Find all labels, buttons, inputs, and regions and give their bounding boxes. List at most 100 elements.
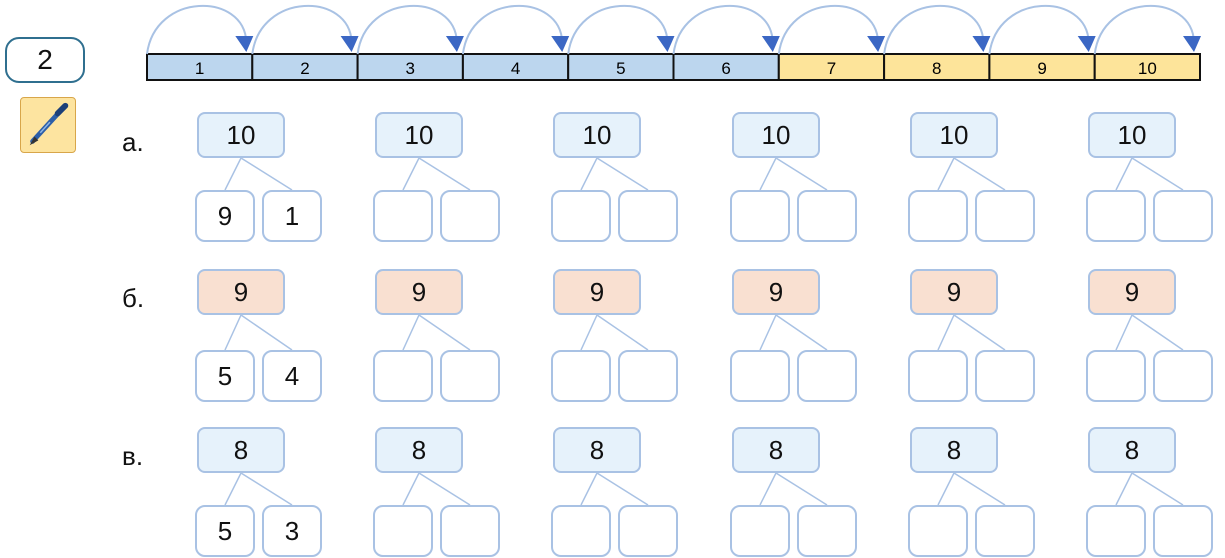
part-box-right[interactable] <box>975 350 1035 402</box>
bond-line-right <box>418 314 471 351</box>
bond-line-right <box>953 157 1006 191</box>
part-box-left[interactable] <box>373 190 433 242</box>
hop-arc <box>146 4 248 55</box>
part-box-right[interactable] <box>440 505 500 557</box>
whole-number-box: 10 <box>732 112 820 158</box>
part-box-right[interactable] <box>618 505 678 557</box>
bond-line-right <box>953 472 1006 506</box>
bond-line-right <box>596 157 649 191</box>
part-box-left[interactable] <box>730 350 790 402</box>
strip-segment-label: 4 <box>511 59 520 78</box>
bond-line-left <box>402 314 420 351</box>
strip-segment-5: 5 <box>567 53 675 81</box>
hop-arrowhead <box>656 36 675 52</box>
strip-segment-6: 6 <box>672 53 780 81</box>
part-box-right[interactable] <box>975 505 1035 557</box>
bond-line-right <box>596 472 649 506</box>
strip-segment-9: 9 <box>988 53 1096 81</box>
hop-arc <box>251 4 353 55</box>
bond-line-left <box>759 472 777 506</box>
hop-arc <box>461 4 564 55</box>
part-box-right[interactable] <box>797 350 857 402</box>
part-box-left[interactable] <box>551 505 611 557</box>
bond-line-right <box>596 314 649 351</box>
bond-line-left <box>1115 314 1133 351</box>
strip-segment-label: 1 <box>195 59 204 78</box>
part-box-right[interactable] <box>975 190 1035 242</box>
part-box-left[interactable] <box>551 190 611 242</box>
bond-line-left <box>580 157 598 191</box>
bond-line-left <box>224 472 242 506</box>
strip-segment-3: 3 <box>356 53 464 81</box>
strip-segment-8: 8 <box>883 53 991 81</box>
bond-line-left <box>1115 472 1133 506</box>
part-box-right[interactable] <box>797 190 857 242</box>
part-box-right[interactable] <box>618 190 678 242</box>
whole-number-box: 8 <box>1088 427 1176 473</box>
hop-arrowhead <box>551 36 570 52</box>
strip-segment-label: 9 <box>1037 59 1046 78</box>
whole-number-box: 9 <box>375 269 463 315</box>
strip-segment-7: 7 <box>777 53 886 81</box>
part-box-left[interactable] <box>730 505 790 557</box>
bond-line-right <box>953 314 1006 351</box>
strip-segment-2: 2 <box>251 53 359 81</box>
part-box-right[interactable] <box>440 350 500 402</box>
part-box-left[interactable] <box>1086 190 1146 242</box>
hop-arc <box>988 4 1090 55</box>
hop-arrowhead <box>235 36 254 52</box>
strip-segment-label: 7 <box>827 59 836 78</box>
whole-number-box: 8 <box>375 427 463 473</box>
whole-number-box: 9 <box>553 269 641 315</box>
pen-icon <box>20 97 76 153</box>
whole-number-box: 8 <box>553 427 641 473</box>
bond-line-right <box>240 314 293 351</box>
part-box-left[interactable] <box>730 190 790 242</box>
part-box-left[interactable] <box>908 505 968 557</box>
hop-arc <box>883 4 985 55</box>
row-label: в. <box>122 441 144 471</box>
hop-arc <box>777 4 880 55</box>
strip-segment-10: 10 <box>1093 53 1201 81</box>
part-box-right[interactable] <box>1153 190 1213 242</box>
part-box-left[interactable] <box>1086 350 1146 402</box>
bond-line-left <box>937 314 955 351</box>
bond-line-left <box>402 157 420 191</box>
part-box-left: 5 <box>195 350 255 402</box>
bond-line-right <box>418 157 471 191</box>
hop-arc <box>672 4 774 55</box>
hop-arrowhead <box>340 36 359 52</box>
part-box-right[interactable] <box>797 505 857 557</box>
bond-line-right <box>775 472 828 506</box>
whole-number-box: 9 <box>1088 269 1176 315</box>
hop-arrowhead <box>445 36 464 52</box>
row-label: а. <box>122 127 144 157</box>
part-box-right[interactable] <box>440 190 500 242</box>
bond-line-left <box>1115 157 1133 191</box>
part-box-right[interactable] <box>1153 350 1213 402</box>
bond-line-left <box>937 472 955 506</box>
bond-line-right <box>775 157 828 191</box>
strip-segment-1: 1 <box>146 53 254 81</box>
bond-line-right <box>1131 157 1184 191</box>
part-box-left[interactable] <box>1086 505 1146 557</box>
part-box-left[interactable] <box>908 350 968 402</box>
bond-line-left <box>580 472 598 506</box>
part-box-right: 4 <box>262 350 322 402</box>
hop-arrowhead <box>972 36 991 52</box>
part-box-left[interactable] <box>373 350 433 402</box>
part-box-left[interactable] <box>373 505 433 557</box>
whole-number-box: 9 <box>732 269 820 315</box>
whole-number-box: 8 <box>197 427 285 473</box>
bond-line-left <box>224 314 242 351</box>
part-box-left[interactable] <box>551 350 611 402</box>
part-box-right: 3 <box>262 505 322 557</box>
hop-arrowhead <box>1183 36 1201 52</box>
part-box-right[interactable] <box>618 350 678 402</box>
bond-line-left <box>402 472 420 506</box>
part-box-left[interactable] <box>908 190 968 242</box>
bond-line-right <box>775 314 828 351</box>
part-box-right[interactable] <box>1153 505 1213 557</box>
whole-number-box: 10 <box>375 112 463 158</box>
